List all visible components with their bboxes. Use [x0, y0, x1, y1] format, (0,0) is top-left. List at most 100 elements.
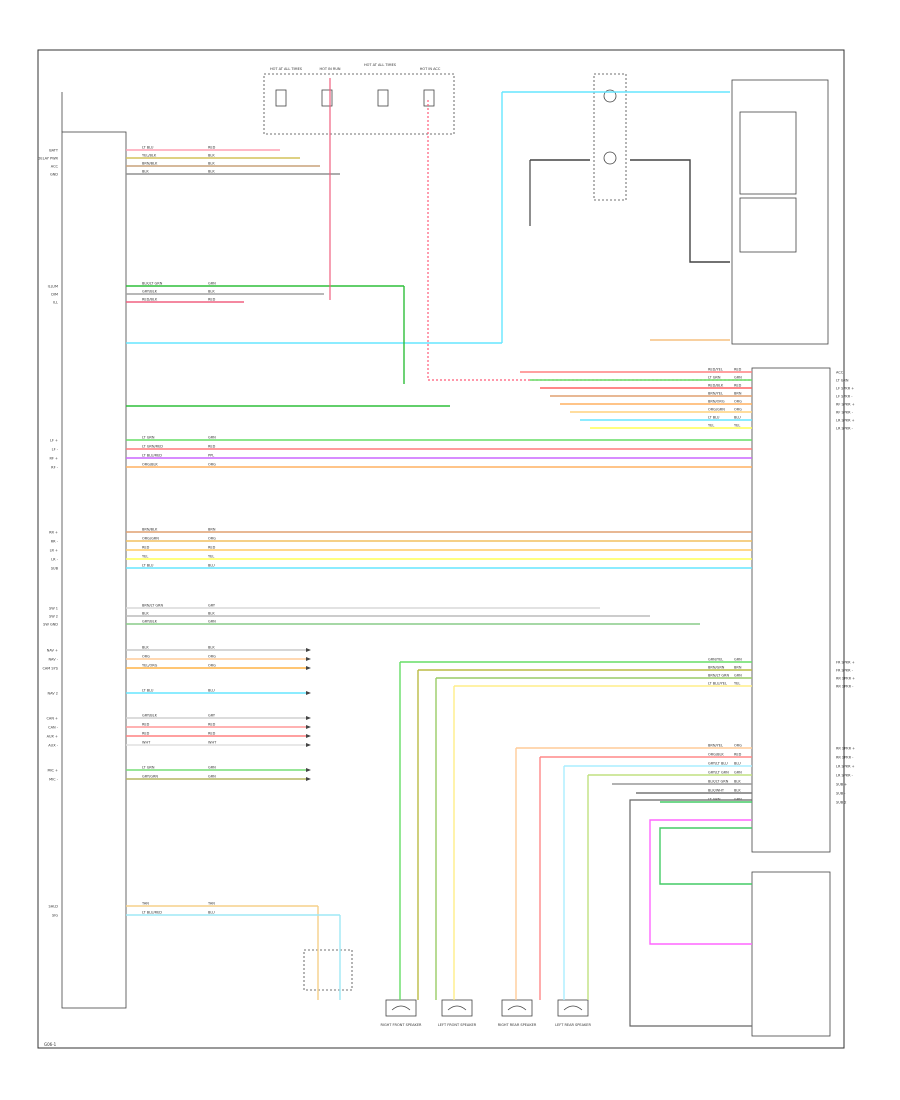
amp-pin-4-wire-color: BRN/ORG: [708, 400, 725, 404]
switch-pin-1-wire-color: BLK: [142, 612, 149, 616]
audio-pin-7-pin-label: LR -: [51, 558, 58, 562]
audio-pin-0-code: GRN: [208, 436, 216, 440]
illum-pin-2-code: RED: [208, 298, 216, 302]
amp-pin-1-wire-color: LT GRN: [708, 376, 721, 380]
spk-pin-0-code: GRN: [734, 658, 742, 662]
spk-pin-2-wire-color: BRN/LT GRN: [708, 674, 729, 678]
audio-pin-3-wire-color: ORG/BLK: [142, 463, 158, 467]
lower-pin-1-code: RED: [734, 753, 742, 757]
rear-pin-1-code: BLU: [208, 911, 215, 915]
amp-pin-7-code: YEL: [734, 424, 740, 428]
speaker-cone-0: [391, 1005, 411, 1011]
fuse-label-1: HOT IN RUN: [319, 67, 340, 71]
radio-module-box: [61, 131, 127, 1009]
lower-pin-5-code: BLK: [734, 789, 741, 793]
audio-pin-1-code: RED: [208, 445, 216, 449]
nav-arrow-4: [306, 716, 311, 720]
illum-pin-1-pin-label: DIM: [51, 293, 58, 297]
fuse-block: [263, 73, 455, 135]
amp-pin-1-pin-label: LT GRN: [836, 379, 849, 383]
nav-pin-2-code: ORG: [208, 664, 216, 668]
nav-pin-8-pin-label: MIC +: [47, 769, 58, 773]
nav-pin-4-wire-color: GRY/BLK: [142, 714, 158, 718]
audio-pin-7-wire-color: YEL: [142, 555, 148, 559]
audio-pin-5-code: ORG: [208, 537, 216, 541]
spk-pin-0-wire-color: GRN/YEL: [708, 658, 723, 662]
lower-pin-5-wire-color: BLK/WHT: [708, 789, 725, 793]
audio-pin-3-code: ORG: [208, 463, 216, 467]
switch-pin-2-pin-label: SW GND: [43, 623, 58, 627]
speaker-3: [557, 999, 589, 1017]
sensor-wire-bottom: [530, 159, 730, 263]
amp-pin-5-code: ORG: [734, 408, 742, 412]
speaker-label-2: RIGHT REAR SPEAKER: [498, 1023, 537, 1027]
nav-pin-0-wire-color: BLK: [142, 646, 149, 650]
amp-pin-0-code: RED: [734, 368, 742, 372]
nav-pin-7-pin-label: AUX -: [48, 744, 58, 748]
spk-pin-1-code: BRN: [734, 666, 742, 670]
audio-pin-6-code: RED: [208, 546, 216, 550]
switch-pin-0-pin-label: SW 1: [49, 607, 58, 611]
diagram-frame: [37, 49, 845, 1049]
top-pin-1-pin-label: DELAY PWR: [38, 157, 59, 161]
top-pin-3-pin-label: GND: [50, 173, 58, 177]
footer-code: G06-1: [44, 1042, 57, 1047]
speaker-label-0: RIGHT FRONT SPEAKER: [380, 1023, 422, 1027]
fuse-label-3: HOT IN ACC: [420, 67, 441, 71]
speaker-0: [385, 999, 417, 1017]
rear-pin-0-code: TAN: [207, 902, 215, 906]
nav-pin-7-code: WHT: [208, 741, 217, 745]
lower-pin-1-wire-color: ORG/BLK: [708, 753, 724, 757]
switch-inner-bottom: [739, 197, 797, 253]
lower-pin-3-wire-color: GRY/LT GRN: [708, 771, 729, 775]
amplifier-module-box: [751, 367, 831, 853]
amplifier-lower-box: [751, 871, 831, 1037]
illum-pin-2-wire-color: RED/BLK: [142, 298, 158, 302]
switch-pin-2-wire-color: GRY/BLK: [142, 620, 158, 624]
audio-pin-0-wire-color: LT GRN: [142, 436, 155, 440]
amp-pin-6-wire-color: LT BLU: [708, 416, 720, 420]
nav-pin-3-wire-color: LT BLU: [142, 689, 154, 693]
amp-pin-5-wire-color: ORG/GRN: [708, 408, 725, 412]
audio-pin-2-code: PPL: [208, 454, 214, 458]
spk-pin-2-code: GRN: [734, 674, 742, 678]
audio-pin-8-code: BLU: [208, 564, 215, 568]
top-pin-0-wire-color: LT BLU: [142, 146, 154, 150]
lower-pin-4-wire-color: BLK/LT GRN: [708, 780, 729, 784]
nav-pin-6-code: RED: [208, 732, 216, 736]
audio-pin-5-pin-label: RR -: [51, 540, 59, 544]
lower-pin-3-pin-label: LR SPKR -: [836, 774, 854, 778]
speaker-label-1: LEFT FRONT SPEAKER: [438, 1023, 477, 1027]
sensor-node-bottom: [603, 151, 617, 165]
illum-pin-1-wire-color: GRY/BLK: [142, 290, 158, 294]
lower-pin-0-wire-color: BRN/YEL: [708, 744, 723, 748]
rear-pin-1-wire-color: LT BLU/RED: [142, 911, 162, 915]
illum-pin-2-pin-label: ILL: [53, 301, 58, 305]
lower-pin-2-wire-color: GRY/LT BLU: [708, 762, 728, 766]
switch-pin-0-wire-color: BRN/LT GRN: [142, 604, 163, 608]
nav-pin-0-pin-label: NAV +: [47, 649, 58, 653]
switch-inner-top: [739, 111, 797, 195]
audio-pin-1-wire-color: LT GRN/RED: [142, 445, 163, 449]
top-pin-0-code: RED: [208, 146, 216, 150]
speaker-label-3: LEFT REAR SPEAKER: [555, 1023, 591, 1027]
rear-pin-0-pin-label: SHLD: [49, 905, 59, 909]
lower-pin-4-code: BLK: [734, 780, 741, 784]
rear-camera-connector: [303, 949, 353, 991]
nav-pin-9-code: GRN: [208, 775, 216, 779]
rear-pin-0-wire-color: TAN: [141, 902, 149, 906]
nav-arrow-3: [306, 691, 311, 695]
audio-pin-5-wire-color: ORG/GRN: [142, 537, 159, 541]
nav-pin-5-wire-color: RED: [142, 723, 150, 727]
sub-wire-2: [659, 827, 752, 885]
top-pin-3-wire-color: BLK: [142, 170, 149, 174]
amp-pin-2-wire-color: RED/BLK: [708, 384, 724, 388]
nav-pin-8-code: GRN: [208, 766, 216, 770]
amp-pin-7-pin-label: LR SPKR -: [836, 427, 854, 431]
amp-pin-6-code: BLU: [734, 416, 741, 420]
spk-pin-3-pin-label: RR SPKR -: [836, 685, 854, 689]
switch-pin-2-code: GRN: [208, 620, 216, 624]
amp-pin-4-pin-label: RF SPKR +: [836, 403, 855, 407]
top-pin-2-pin-label: ACC: [51, 165, 59, 169]
